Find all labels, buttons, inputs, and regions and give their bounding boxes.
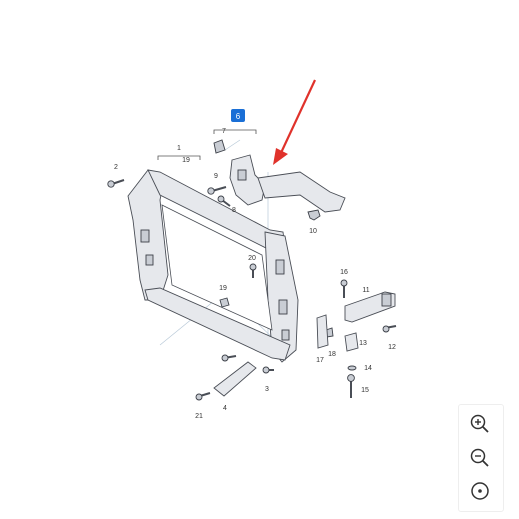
callout-13: 13 bbox=[359, 340, 367, 347]
pointer-arrow bbox=[273, 79, 316, 165]
badge-label: 6 bbox=[236, 112, 241, 121]
callout-16: 16 bbox=[340, 269, 348, 276]
callout-19-mid: 19 bbox=[219, 285, 227, 292]
callout-9: 9 bbox=[214, 173, 218, 180]
bolt-8[interactable] bbox=[217, 195, 231, 207]
brace-19-left bbox=[157, 155, 201, 160]
bolt-3[interactable] bbox=[262, 366, 274, 374]
callout-11: 11 bbox=[362, 287, 369, 294]
callout-3: 3 bbox=[265, 386, 269, 393]
bolt-19-lower[interactable] bbox=[219, 297, 230, 308]
bolt-16[interactable] bbox=[340, 279, 348, 298]
bolt-14-15[interactable] bbox=[347, 365, 357, 398]
callout-1: 1 bbox=[177, 145, 181, 152]
bolt-12[interactable] bbox=[382, 325, 397, 333]
bolt-20[interactable] bbox=[249, 263, 257, 278]
callout-4: 4 bbox=[223, 405, 227, 412]
bracket-11[interactable] bbox=[344, 291, 396, 323]
part-badge[interactable]: 6 bbox=[231, 109, 245, 122]
callout-17: 17 bbox=[316, 357, 324, 364]
callout-19-top: 19 bbox=[182, 157, 190, 164]
reset-view-button[interactable] bbox=[458, 474, 502, 508]
callout-7: 7 bbox=[222, 128, 226, 135]
bolt-10[interactable] bbox=[307, 209, 321, 221]
zoom-out-button[interactable] bbox=[458, 441, 502, 475]
lock-carrier-bracket[interactable] bbox=[229, 154, 346, 213]
bracket-13[interactable] bbox=[344, 332, 359, 352]
callout-labels: 1 19 2 7 9 8 10 20 16 11 12 13 14 15 17 … bbox=[114, 128, 396, 420]
clip-7[interactable] bbox=[213, 139, 226, 154]
callout-18: 18 bbox=[328, 351, 336, 358]
bolt-2[interactable] bbox=[107, 179, 125, 188]
callout-2: 2 bbox=[114, 164, 118, 171]
callout-15: 15 bbox=[361, 387, 369, 394]
brace-7 bbox=[213, 129, 257, 134]
callout-14: 14 bbox=[364, 365, 372, 372]
bolt-9[interactable] bbox=[207, 186, 227, 195]
callout-20: 20 bbox=[248, 255, 256, 262]
zoom-out-icon bbox=[470, 448, 489, 467]
zoom-in-button[interactable] bbox=[458, 407, 502, 441]
bracket-17[interactable] bbox=[316, 314, 329, 349]
callout-12: 12 bbox=[388, 344, 396, 351]
bolt-21[interactable] bbox=[195, 392, 211, 401]
target-icon bbox=[471, 482, 489, 500]
callout-8: 8 bbox=[232, 207, 236, 214]
radiator-support-frame[interactable] bbox=[127, 169, 299, 363]
bracket-4[interactable] bbox=[213, 361, 257, 397]
bolt-19-bottom[interactable] bbox=[221, 354, 237, 362]
callout-21: 21 bbox=[195, 413, 203, 420]
zoom-in-icon bbox=[470, 414, 489, 433]
callout-10: 10 bbox=[309, 228, 317, 235]
